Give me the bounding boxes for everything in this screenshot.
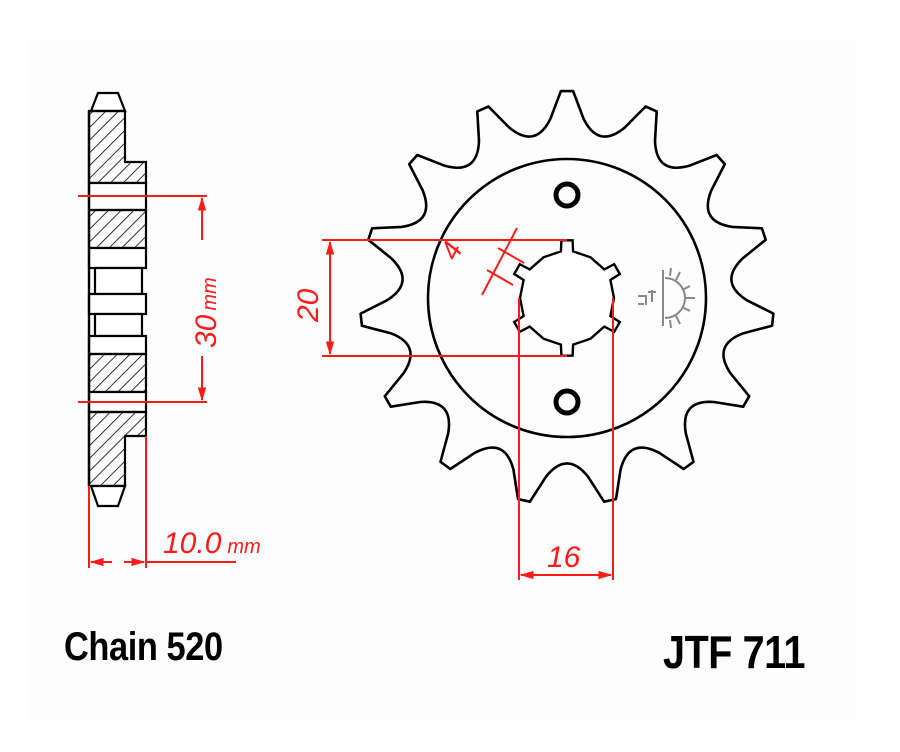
spline-inner-label: 16: [547, 541, 581, 574]
dimension-spline-inner: [518, 298, 614, 580]
side-view: [87, 91, 148, 508]
chain-size-label: Chain 520: [64, 625, 223, 669]
sprocket-teeth-outline: [359, 89, 775, 503]
side-body-top: [87, 109, 148, 185]
lubrication-symbol-icon: [638, 267, 695, 329]
bolt-circle-label: 30mm: [190, 277, 223, 348]
hub-circle: [426, 157, 708, 439]
front-view: [359, 89, 775, 503]
spline-outer-label: 20: [292, 288, 325, 323]
bolt-hole-bottom: [553, 388, 581, 416]
dimension-spline-width: [481, 227, 525, 296]
side-tooth-bottom: [89, 484, 127, 508]
part-number-label: JTF 711: [663, 626, 806, 678]
side-tooth-top: [89, 91, 127, 113]
dimension-spline-outer: [322, 239, 567, 357]
dimension-bolt-circle: [78, 195, 207, 403]
side-body-bottom: [87, 410, 148, 488]
drawing-panel: [30, 40, 855, 720]
bolt-hole-top: [553, 181, 581, 209]
spline-bore: [512, 239, 622, 357]
dimension-thickness: [88, 436, 236, 568]
